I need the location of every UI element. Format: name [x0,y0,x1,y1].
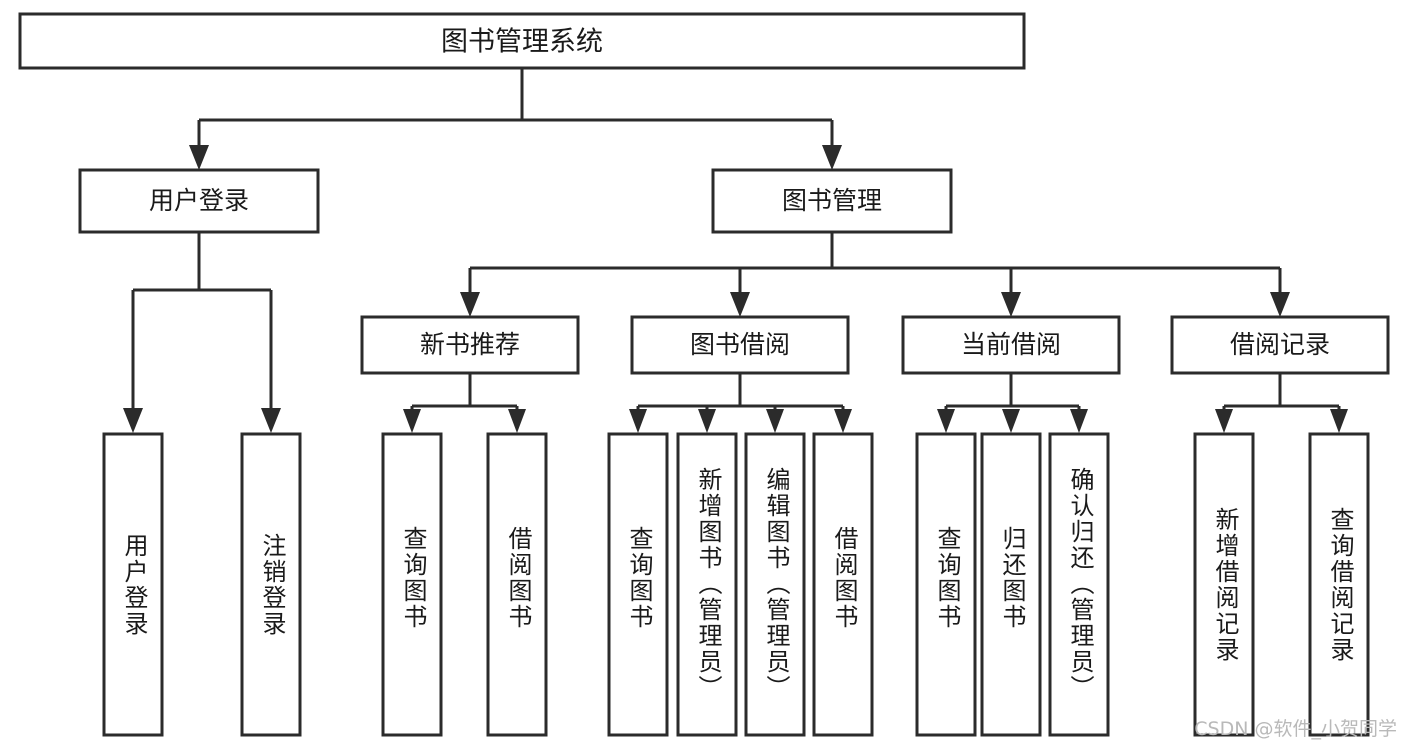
node-user-login[interactable]: 用户登录 [78,168,320,234]
node-leaf-query-record-label: 查询借阅记录 [1326,507,1354,663]
node-leaf-confirm-return[interactable]: 确认归还（管理员） [1048,432,1110,737]
node-leaf-borrow-book-2-label: 借阅图书 [830,526,858,630]
connector-borrow-record-to-leaves [1215,373,1348,433]
node-leaf-borrow-book-1-label: 借阅图书 [504,526,532,630]
node-leaf-add-record-label: 新增借阅记录 [1211,507,1239,663]
node-leaf-query-book-2[interactable]: 查询图书 [607,432,669,737]
node-leaf-edit-book-label: 编辑图书（管理员） [762,467,790,701]
node-user-login-label: 用户登录 [149,186,249,215]
node-leaf-return-book-label: 归还图书 [998,526,1026,630]
connector-current-borrow-to-leaves [937,373,1088,433]
node-leaf-borrow-book-1[interactable]: 借阅图书 [486,432,548,737]
node-new-book-recommend[interactable]: 新书推荐 [360,315,580,375]
node-leaf-query-book-1-label: 查询图书 [399,526,427,630]
connector-book-management-to-level3 [460,232,1290,317]
node-leaf-query-book-2-label: 查询图书 [625,526,653,630]
node-book-borrow-label: 图书借阅 [690,330,790,359]
node-book-borrow[interactable]: 图书借阅 [630,315,850,375]
node-current-borrow-label: 当前借阅 [961,330,1061,359]
node-leaf-logout-login[interactable]: 注销登录 [240,432,302,737]
node-root-label: 图书管理系统 [441,27,603,58]
connector-book-borrow-to-leaves [629,373,852,433]
node-borrow-record[interactable]: 借阅记录 [1170,315,1390,375]
node-new-book-recommend-label: 新书推荐 [420,330,520,359]
node-leaf-add-book[interactable]: 新增图书（管理员） [676,432,738,737]
node-leaf-return-book[interactable]: 归还图书 [980,432,1042,737]
node-current-borrow[interactable]: 当前借阅 [901,315,1121,375]
node-leaf-confirm-return-label: 确认归还（管理员） [1066,467,1094,701]
node-book-management-label: 图书管理 [782,186,882,215]
node-leaf-user-login[interactable]: 用户登录 [102,432,164,737]
connector-new-book-recommend-to-leaves [403,373,526,433]
node-leaf-query-record[interactable]: 查询借阅记录 [1308,432,1370,737]
node-leaf-query-book-3-label: 查询图书 [933,526,961,630]
node-leaf-edit-book[interactable]: 编辑图书（管理员） [744,432,806,737]
node-root[interactable]: 图书管理系统 [18,12,1026,70]
node-leaf-query-book-3[interactable]: 查询图书 [915,432,977,737]
node-leaf-user-login-label: 用户登录 [120,533,148,637]
node-leaf-borrow-book-2[interactable]: 借阅图书 [812,432,874,737]
connector-user-login-to-leaves [123,232,281,433]
node-leaf-add-record[interactable]: 新增借阅记录 [1193,432,1255,737]
node-leaf-add-book-label: 新增图书（管理员） [694,467,722,701]
connector-root-to-level2 [189,68,842,170]
node-book-management[interactable]: 图书管理 [711,168,953,234]
node-borrow-record-label: 借阅记录 [1230,330,1330,359]
node-leaf-query-book-1[interactable]: 查询图书 [381,432,443,737]
node-leaf-logout-login-label: 注销登录 [258,533,286,637]
